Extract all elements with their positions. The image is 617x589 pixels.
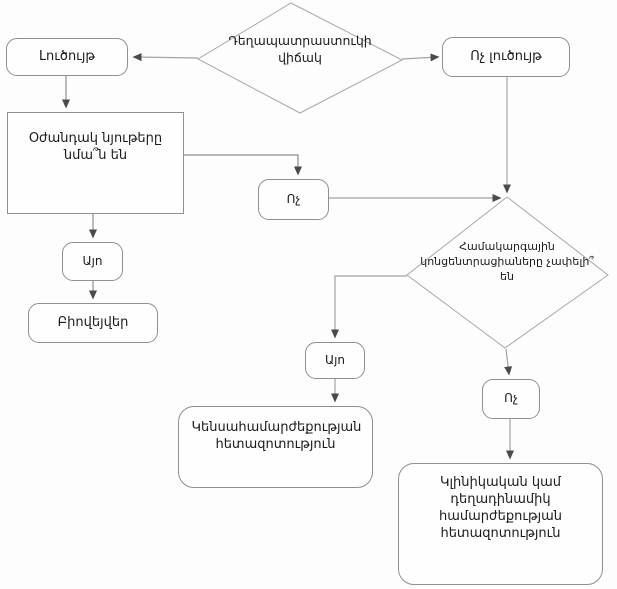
state-decision-diamond [196, 2, 404, 114]
concentration-decision-diamond [406, 196, 609, 349]
state-decision-line2: վիճակ [278, 49, 322, 65]
node-no-right-label: Ոչ [504, 391, 518, 406]
node-bioequivalence-study-label: Կենսահամարժեքության հետազոտություն [191, 420, 362, 452]
node-biowaiver: Բիովեյվեր [28, 303, 158, 343]
node-clinical-study: Կլինիկական կամ դեղադինամիկ համարժեքությա… [398, 463, 603, 585]
concentration-decision-line2: կոնցենտրացիաները չափելի՞ [420, 254, 594, 268]
edge-state-to-not-solution [401, 53, 440, 62]
node-no-right: Ոչ [482, 379, 540, 419]
node-no-mid: Ոչ [258, 179, 329, 220]
edge-concentration-to-no-right [504, 348, 513, 376]
edge-concentration-to-yes-mid [331, 275, 407, 339]
node-solution-label: Լուծույթ [39, 48, 95, 64]
node-no-mid-label: Ոչ [286, 191, 301, 206]
node-yes-mid: Այո [305, 342, 365, 379]
concentration-decision-line3: են [500, 269, 514, 283]
edge-state-to-solution [132, 53, 199, 62]
edge-excipients-to-no [184, 154, 302, 176]
node-excipients-question-label: Օժանդակ նյութերը նմա՞ն են [28, 131, 163, 163]
state-decision-label: Դեղապատրաստուկի վիճակ [220, 33, 380, 67]
node-yes-mid-label: Այո [324, 352, 346, 367]
node-not-solution: Ոչ լուծույթ [442, 37, 570, 77]
state-decision-line1: Դեղապատրաստուկի [228, 33, 372, 48]
node-excipients-question: Օժանդակ նյութերը նմա՞ն են [7, 112, 184, 214]
node-not-solution-label: Ոչ լուծույթ [470, 48, 542, 64]
node-bioequivalence-study: Կենսահամարժեքության հետազոտություն [178, 406, 373, 488]
node-solution: Լուծույթ [6, 38, 128, 76]
node-yes-left: Այո [62, 242, 123, 281]
node-clinical-study-label: Կլինիկական կամ դեղադինամիկ համարժեքությա… [438, 475, 563, 541]
node-yes-left-label: Այո [82, 253, 103, 268]
concentration-decision-label: Համակարգային կոնցենտրացիաները չափելի՞ են [410, 240, 604, 285]
concentration-decision-line1: Համակարգային [459, 240, 555, 253]
node-biowaiver-label: Բիովեյվեր [57, 314, 129, 330]
